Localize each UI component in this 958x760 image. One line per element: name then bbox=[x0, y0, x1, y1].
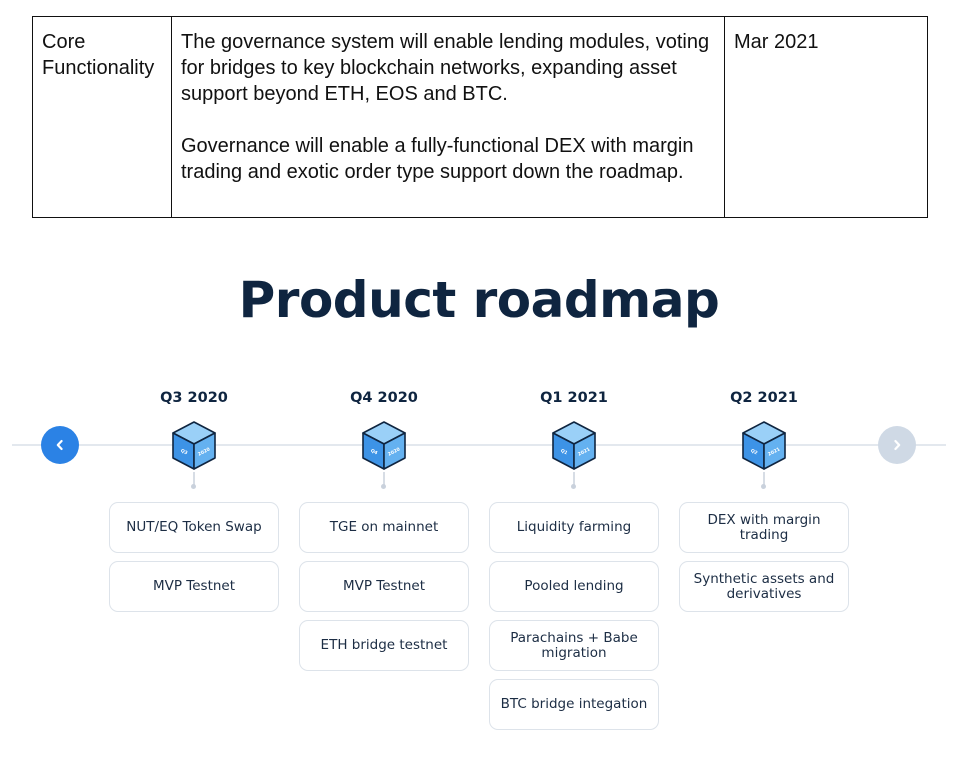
cube-year-text: 2021 bbox=[767, 447, 781, 458]
cube-year-text: 2020 bbox=[197, 447, 211, 458]
timeline-line bbox=[12, 444, 946, 446]
carousel-next-button[interactable] bbox=[878, 426, 916, 464]
quarter-connector bbox=[573, 472, 575, 486]
quarter-label: Q2 2021 bbox=[730, 390, 798, 406]
table-row: Core Functionality The governance system… bbox=[32, 16, 928, 218]
quarter-cube-icon: Q3 2020 bbox=[172, 421, 216, 470]
quarter-connector bbox=[763, 472, 765, 486]
row-date-label: Mar 2021 bbox=[734, 31, 819, 53]
cube-quarter-text: Q1 bbox=[559, 448, 568, 457]
chevron-right-icon bbox=[894, 439, 901, 451]
milestone-card: Pooled lending bbox=[489, 561, 659, 612]
milestone-card: DEX with margin trading bbox=[679, 502, 849, 553]
row-category-label: Core Functionality bbox=[42, 31, 155, 79]
quarter-connector-dot bbox=[381, 484, 386, 489]
quarter-connector bbox=[383, 472, 385, 486]
milestone-card: Parachains + Babe migration bbox=[489, 620, 659, 671]
milestone-card: NUT/EQ Token Swap bbox=[109, 502, 279, 553]
cube-quarter-text: Q4 bbox=[369, 448, 378, 457]
quarter-connector bbox=[193, 472, 195, 486]
quarter-connector-dot bbox=[571, 484, 576, 489]
quarter-cube-icon: Q4 2020 bbox=[362, 421, 406, 470]
cube-year-text: 2021 bbox=[577, 447, 591, 458]
milestone-card: TGE on mainnet bbox=[299, 502, 469, 553]
roadmap-detail-table: Core Functionality The governance system… bbox=[32, 16, 928, 218]
row-category-cell: Core Functionality bbox=[32, 16, 172, 218]
quarter-connector-dot bbox=[761, 484, 766, 489]
chevron-left-icon bbox=[56, 439, 63, 451]
cube-quarter-text: Q3 bbox=[179, 448, 188, 457]
milestone-card: MVP Testnet bbox=[109, 561, 279, 612]
milestone-card: BTC bridge integation bbox=[489, 679, 659, 730]
quarter-cube-icon: Q1 2021 bbox=[552, 421, 596, 470]
milestone-card: Synthetic assets and derivatives bbox=[679, 561, 849, 612]
cube-year-text: 2020 bbox=[387, 447, 401, 458]
quarter-cube-icon: Q2 2021 bbox=[742, 421, 786, 470]
description-paragraph: The governance system will enable lendin… bbox=[181, 31, 710, 105]
roadmap-title: Product roadmap bbox=[238, 271, 720, 329]
quarter-label: Q4 2020 bbox=[350, 390, 418, 406]
quarter-label: Q1 2021 bbox=[540, 390, 608, 406]
row-description-cell: The governance system will enable lendin… bbox=[171, 16, 725, 218]
milestone-card: Liquidity farming bbox=[489, 502, 659, 553]
row-date-cell: Mar 2021 bbox=[724, 16, 928, 218]
milestone-card: ETH bridge testnet bbox=[299, 620, 469, 671]
quarter-label: Q3 2020 bbox=[160, 390, 228, 406]
description-paragraph: Governance will enable a fully-functiona… bbox=[181, 135, 694, 183]
quarter-connector-dot bbox=[191, 484, 196, 489]
carousel-prev-button[interactable] bbox=[41, 426, 79, 464]
cube-quarter-text: Q2 bbox=[749, 448, 758, 457]
milestone-card: MVP Testnet bbox=[299, 561, 469, 612]
